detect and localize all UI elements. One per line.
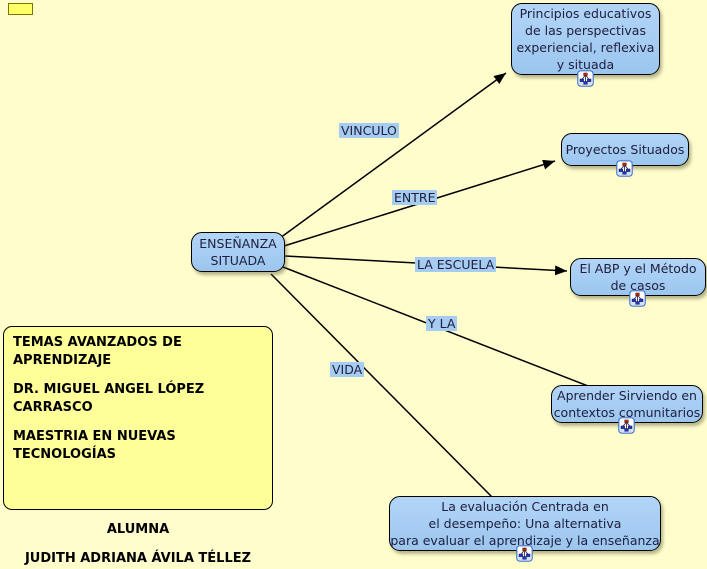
node-ensenanza-situada[interactable]: ENSEÑANZA SITUADA <box>191 232 285 272</box>
credits-program: MAESTRIA EN NUEVAS TECNOLOGÍAS <box>13 429 176 462</box>
credits-role: ALUMNA <box>106 522 170 537</box>
node-proyectos-situados[interactable]: Proyectos Situados <box>561 133 689 166</box>
node-principios-educativos[interactable]: Principios educativos de las perspectiva… <box>511 3 660 75</box>
annotation-icon[interactable] <box>8 3 33 15</box>
node-label: El ABP y el Método de casos <box>579 261 697 293</box>
node-label: La evaluación Centrada en el desempeño: … <box>390 499 660 548</box>
node-label: ENSEÑANZA SITUADA <box>199 236 277 268</box>
node-aprender-sirviendo[interactable]: Aprender Sirviendo en contextos comunita… <box>551 385 703 423</box>
concept-map-icon <box>629 290 646 307</box>
link-label-vinculo[interactable]: VINCULO <box>339 123 399 138</box>
link-label-la-escuela[interactable]: LA ESCUELA <box>415 257 497 272</box>
concept-map-icon <box>618 417 635 434</box>
credits-student: JUDITH ADRIANA ÁVILA TÉLLEZ <box>24 551 252 566</box>
link-label-y-la[interactable]: Y LA <box>426 316 458 331</box>
node-evaluacion-centrada[interactable]: La evaluación Centrada en el desempeño: … <box>389 496 661 551</box>
node-label: Proyectos Situados <box>565 142 685 157</box>
resource-concept-map-icon[interactable] <box>629 290 646 307</box>
credits-professor: DR. MIGUEL ANGEL LÓPEZ CARRASCO <box>13 382 205 415</box>
node-label: Aprender Sirviendo en contextos comunita… <box>553 388 701 420</box>
resource-concept-map-icon[interactable] <box>616 160 633 177</box>
credits-note[interactable]: TEMAS AVANZADOS DE APRENDIZAJE DR. MIGUE… <box>3 326 273 566</box>
resource-concept-map-icon[interactable] <box>618 417 635 434</box>
resource-concept-map-icon[interactable] <box>577 70 594 87</box>
credits-course: TEMAS AVANZADOS DE APRENDIZAJE <box>13 335 182 368</box>
link-label-vida[interactable]: VIDA <box>330 362 365 377</box>
concept-map-icon <box>577 70 594 87</box>
resource-concept-map-icon[interactable] <box>516 545 533 562</box>
link-label-entre[interactable]: ENTRE <box>392 190 438 205</box>
concept-map-icon <box>616 160 633 177</box>
node-label: Principios educativos de las perspectiva… <box>516 6 655 72</box>
concept-map-icon <box>516 545 533 562</box>
